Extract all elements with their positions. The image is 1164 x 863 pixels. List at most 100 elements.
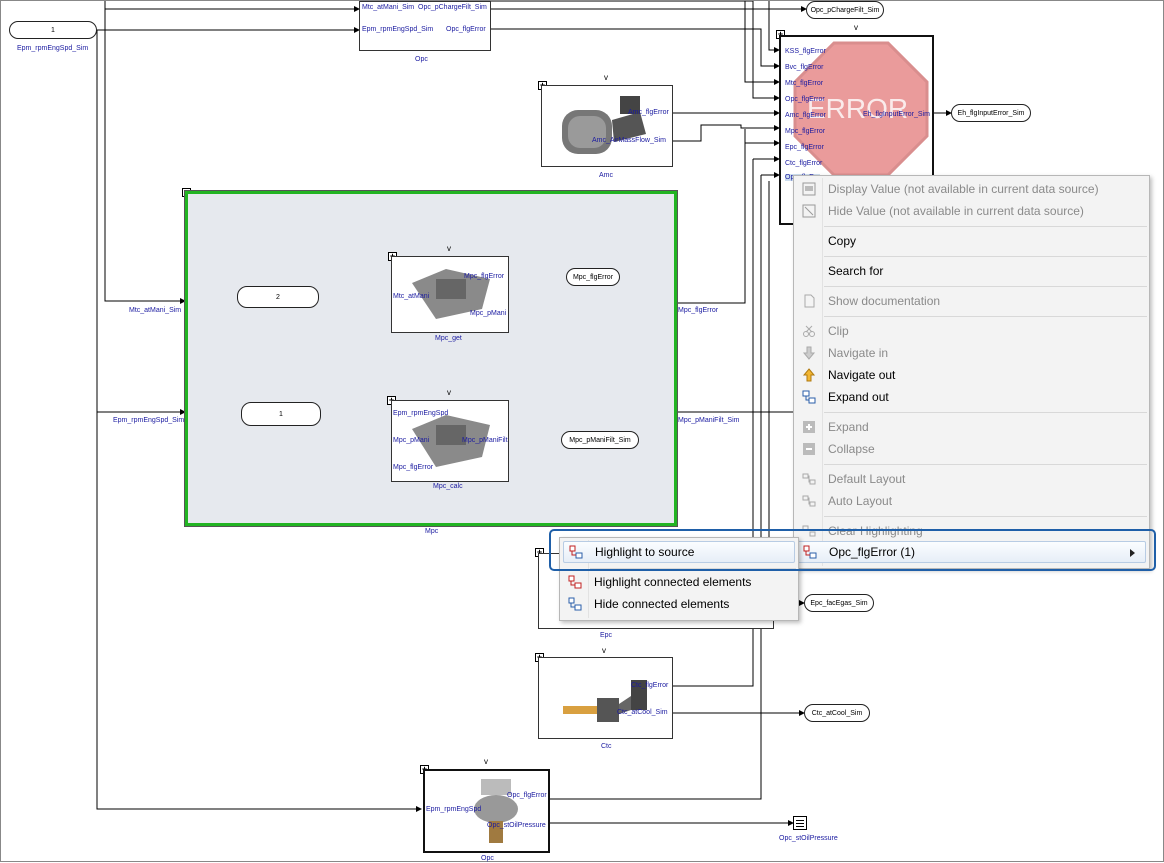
submenu-highlight-connected[interactable]: Highlight connected elements (560, 571, 798, 593)
submenu-highlight-to-source-label: Highlight to source (595, 545, 695, 559)
err-in-mtc: Mtc_flgError (785, 80, 824, 87)
outport-ctc-atcool[interactable]: Ctc_atCool_Sim (804, 704, 870, 722)
opc-bottom-out-stoil: Opc_stOilPressure (487, 822, 546, 829)
err-in-bvc: Bvc_flgError (785, 64, 824, 71)
mpc-out-pmanifilt-label: Mpc_pManiFilt_Sim (678, 417, 740, 424)
context-menu[interactable]: Display Value (not available in current … (793, 175, 1150, 569)
amc-block[interactable]: Amc_flgError Amc_AirMassFlow_Sim (541, 85, 673, 167)
err-in-opc: Opc_flgError (785, 96, 825, 103)
outport-icon[interactable] (793, 816, 807, 830)
menu-collapse[interactable]: Collapse (794, 438, 1149, 460)
mpc-get-in-mtc: Mtc_atMani (393, 293, 430, 300)
oil-pressure-sensor-image (474, 779, 518, 843)
menu-navigate-out[interactable]: Navigate out (794, 364, 1149, 386)
mpc-calc-name: Mpc_calc (433, 483, 463, 490)
menu-default-layout-label: Default Layout (828, 472, 906, 486)
menu-clear-highlighting[interactable]: Clear Highlighting (794, 520, 1149, 542)
mpc-calc-in-epm: Epm_rpmEngSpd (393, 410, 449, 417)
menu-separator (824, 226, 1147, 227)
signal-icon (803, 545, 817, 559)
display-value-icon (802, 182, 816, 196)
opc-top-in-epm: Epm_rpmEngSpd_Sim (362, 26, 434, 33)
navigate-out-icon (802, 368, 816, 382)
mpc-calc-out-pmanifilt: Mpc_pManiFilt (462, 437, 508, 444)
opc-top-out-flgerror: Opc_flgError (446, 26, 486, 33)
opc-top-in-mtc: Mtc_atMani_Sim (362, 4, 415, 11)
mpc-get-out-pmani: Mpc_pMani (470, 310, 507, 317)
menu-auto-layout[interactable]: Auto Layout (794, 490, 1149, 512)
menu-expand-label: Expand (828, 420, 869, 434)
amc-name: Amc (599, 172, 613, 179)
outport-epc-facegas[interactable]: Epc_facEgas_Sim (804, 594, 874, 612)
error-image-text: ERROR (807, 93, 909, 124)
ctc-block[interactable]: Ctc_flgError Ctc_atCool_Sim (538, 657, 673, 739)
inport-1-mpc[interactable]: 1 (241, 402, 321, 426)
mpc-name: Mpc (425, 528, 439, 535)
inport-1[interactable]: 1 (9, 21, 97, 39)
ctc-out-flgerror: Ctc_flgError (631, 682, 669, 689)
opc-top-out-pcharge: Opc_pChargeFilt_Sim (418, 4, 487, 11)
opc-block-bottom[interactable]: Epm_rpmEngSpd Opc_flgError Opc_stOilPres… (423, 769, 550, 853)
menu-collapse-label: Collapse (828, 442, 875, 456)
outport-mpc-flgerror[interactable]: Mpc_flgError (566, 268, 620, 286)
hide-value-icon (802, 204, 816, 218)
menu-copy[interactable]: Copy (794, 230, 1149, 252)
menu-separator (824, 316, 1147, 317)
menu-clip[interactable]: Clip (794, 320, 1149, 342)
menu-hide-value[interactable]: Hide Value (not available in current dat… (794, 200, 1149, 222)
outport-mpc-pmanifilt[interactable]: Mpc_pManiFilt_Sim (561, 431, 639, 449)
ctc-name: Ctc (601, 743, 612, 750)
signal-submenu[interactable]: Highlight to source Highlight connected … (559, 537, 799, 621)
opc-bottom-out-flgerror: Opc_flgError (507, 792, 547, 799)
error-vmark: v (854, 23, 858, 32)
menu-default-layout[interactable]: Default Layout (794, 468, 1149, 490)
menu-separator (824, 516, 1147, 517)
submenu-highlight-to-source[interactable]: Highlight to source (563, 541, 795, 563)
amc-vmark: v (604, 73, 608, 82)
err-in-epc: Epc_flgError (785, 144, 824, 151)
mpc-calc-block[interactable]: Epm_rpmEngSpd Mpc_pMani Mpc_flgError Mpc… (391, 400, 509, 482)
menu-copy-label: Copy (828, 234, 857, 248)
opc-block-top[interactable]: Mtc_atMani_Sim Epm_rpmEngSpd_Sim Opc_pCh… (359, 1, 491, 51)
expand-out-icon (802, 390, 816, 404)
pressure-sensor-image (412, 269, 490, 319)
clip-icon (803, 325, 815, 337)
inport-2[interactable]: 2 (237, 286, 319, 308)
submenu-gutter (588, 540, 589, 618)
menu-navigate-out-label: Navigate out (828, 368, 896, 382)
mpc-get-block[interactable]: Mtc_atMani Mpc_flgError Mpc_pMani (391, 256, 509, 333)
menu-show-documentation-label: Show documentation (828, 294, 941, 308)
submenu-hide-connected[interactable]: Hide connected elements (560, 593, 798, 615)
menu-search-for-label: Search for (828, 264, 884, 278)
amc-out-flgerror: Amc_flgError (628, 109, 669, 116)
mpc-calc-in-pmani: Mpc_pMani (393, 437, 430, 444)
mpc-calc-vmark: v (447, 388, 451, 397)
menu-separator (590, 568, 796, 569)
menu-search-for[interactable]: Search for (794, 260, 1149, 282)
menu-expand-out-label: Expand out (828, 390, 889, 404)
opc-bottom-vmark: v (484, 757, 488, 766)
pressure-sensor-image-2 (412, 415, 490, 467)
err-out-flginputerror: Eh_flgInputError_Sim (863, 111, 930, 118)
menu-expand[interactable]: Expand (794, 416, 1149, 438)
mpc-in-epm-label: Epm_rpmEngSpd_Sim (113, 417, 185, 424)
outport-opc-pchargefilt[interactable]: Opc_pChargeFilt_Sim (806, 1, 884, 19)
menu-clear-highlighting-label: Clear Highlighting (828, 524, 923, 538)
default-layout-icon (802, 473, 816, 485)
menu-navigate-in-label: Navigate in (828, 346, 889, 360)
mpc-in-mtc-label: Mtc_atMani_Sim (129, 307, 182, 314)
epc-name: Epc (600, 632, 613, 639)
menu-navigate-in[interactable]: Navigate in (794, 342, 1149, 364)
menu-gutter (822, 178, 823, 566)
hide-connected-icon (568, 597, 582, 611)
mpc-out-flgerror-label: Mpc_flgError (678, 307, 719, 314)
menu-display-value[interactable]: Display Value (not available in current … (794, 178, 1149, 200)
err-in-kss: KSS_flgError (785, 48, 826, 55)
menu-expand-out[interactable]: Expand out (794, 386, 1149, 408)
submenu-hide-connected-label: Hide connected elements (594, 597, 730, 611)
outport-eh-flginputerror[interactable]: Eh_flgInputError_Sim (951, 104, 1031, 122)
menu-show-documentation[interactable]: Show documentation (794, 290, 1149, 312)
temperature-sensor-image (563, 680, 647, 722)
menu-opc-flgerror[interactable]: Opc_flgError (1) (797, 541, 1146, 563)
